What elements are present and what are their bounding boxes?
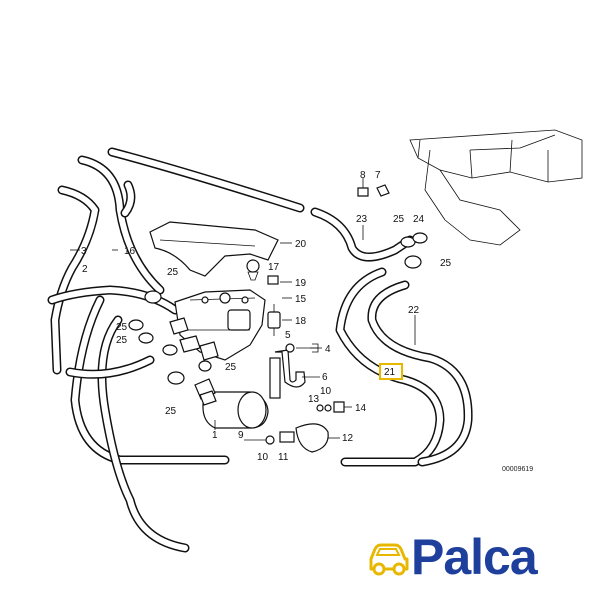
callout-5: 5 [285, 330, 291, 341]
callout-23: 23 [356, 214, 368, 225]
callout-15: 15 [295, 294, 307, 305]
callout-12: 12 [342, 433, 354, 444]
hardware-parts [244, 178, 390, 453]
brand-logo: Palca [367, 525, 577, 589]
callout-17: 17 [268, 262, 280, 273]
callout-20: 20 [295, 239, 307, 250]
callout-9: 9 [238, 430, 244, 441]
callout-21-highlight [379, 363, 403, 380]
callout-2: 2 [82, 264, 88, 275]
callout-7: 7 [375, 170, 381, 181]
hose-group [47, 147, 473, 553]
heater-box-outline [409, 129, 583, 246]
valve-cover [149, 221, 279, 277]
car-icon [369, 543, 409, 576]
callout-14: 14 [355, 403, 367, 414]
callout-3: 3 [81, 246, 87, 257]
callout-25-a: 25 [167, 267, 179, 278]
hose-clamps [128, 232, 428, 385]
callout-4: 4 [325, 344, 331, 355]
callout-25-g: 25 [116, 322, 128, 333]
auxiliary-water-pump [194, 378, 269, 429]
leader-lines [70, 225, 416, 439]
callout-10-left: 10 [257, 452, 269, 463]
callout-25-d: 25 [165, 406, 177, 417]
callout-18: 18 [295, 316, 307, 327]
callout-25-e: 25 [393, 214, 405, 225]
control-valve-body [169, 289, 266, 361]
callout-25-f: 25 [440, 258, 452, 269]
mounting-bracket [269, 349, 306, 399]
callout-25-c: 25 [225, 362, 237, 373]
callout-10-right: 10 [320, 386, 332, 397]
callout-19: 19 [295, 278, 307, 289]
callout-24: 24 [413, 214, 425, 225]
document-number: 00009619 [502, 466, 533, 473]
brand-name: Palca [411, 529, 538, 585]
callout-21: 21 [384, 367, 396, 378]
callout-13: 13 [308, 394, 320, 405]
callout-1: 1 [212, 430, 218, 441]
callout-11: 11 [278, 452, 289, 463]
callout-25-b: 25 [116, 335, 128, 346]
callout-16: 16 [124, 246, 136, 257]
callout-8: 8 [360, 170, 366, 181]
callout-6: 6 [322, 372, 328, 383]
callout-22: 22 [408, 305, 420, 316]
callout-labels: 1 2 3 4 5 6 7 8 9 10 10 11 12 13 14 15 1… [81, 170, 533, 473]
